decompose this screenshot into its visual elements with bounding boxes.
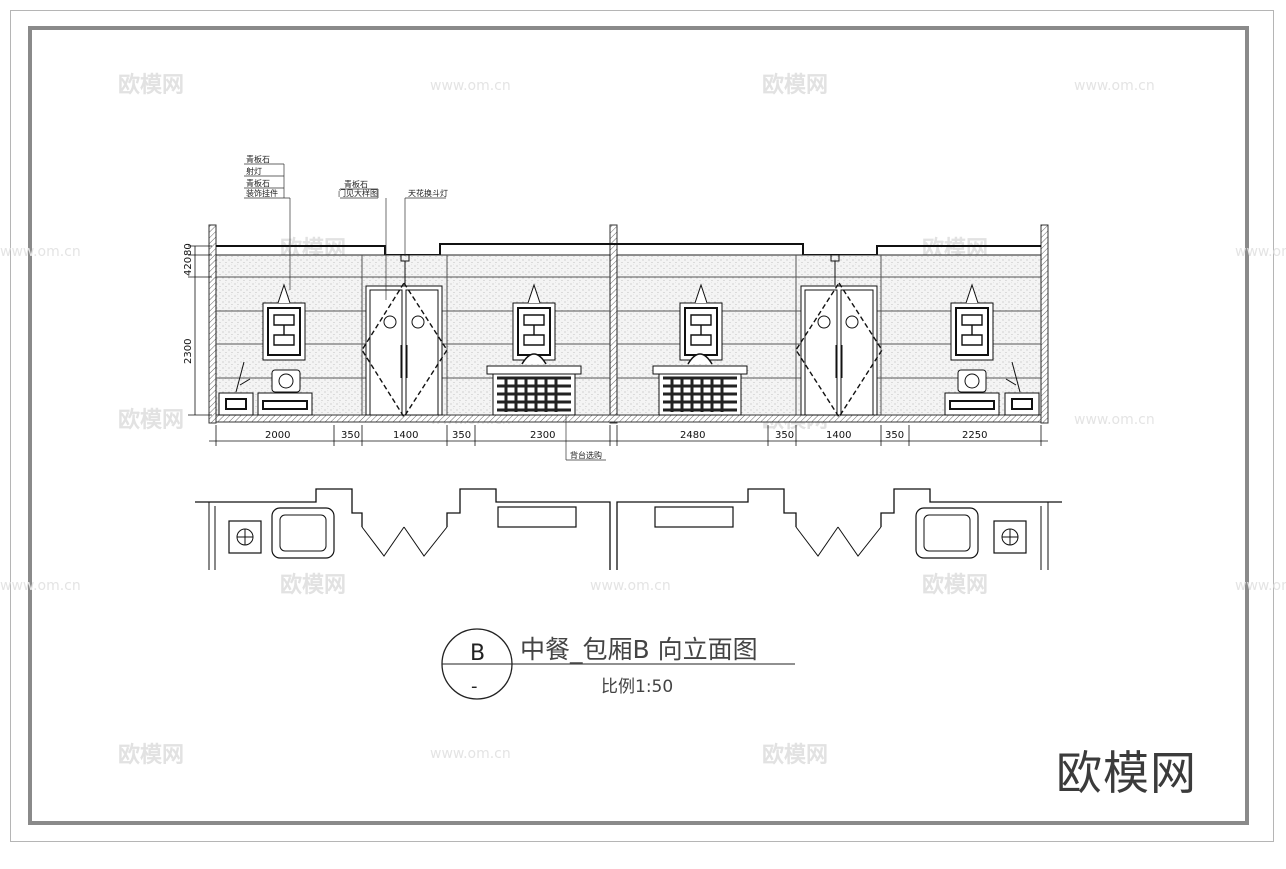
- lattice-panels: [262, 283, 994, 361]
- dim-label: 350: [341, 430, 360, 441]
- watermark-brand: 欧模网: [762, 742, 828, 768]
- cabinet-left: [486, 353, 582, 416]
- elevation: [208, 224, 1049, 424]
- watermark-url: www.om.cn: [1235, 578, 1286, 594]
- watermark-url: www.om.cn: [430, 746, 511, 762]
- brand-logo: 欧模网: [1056, 746, 1197, 800]
- note-middle-1: 青板石: [344, 179, 368, 189]
- watermark-url: www.om.cn: [0, 244, 81, 260]
- dim-label: 1400: [826, 430, 851, 441]
- title-block: B - 中餐_包厢B 向立面图 比例1:50: [441, 628, 795, 700]
- dim-label-vertical: 80: [183, 243, 194, 256]
- watermark-url: www.om.cn: [1074, 78, 1155, 94]
- watermark-brand: 欧模网: [118, 742, 184, 768]
- door-left: [361, 281, 448, 419]
- dim-label-vertical: 2300: [183, 339, 194, 364]
- dim-label: 2000: [265, 430, 290, 441]
- symbol-letter: B: [470, 641, 485, 666]
- watermark-brand: 欧模网: [118, 72, 184, 98]
- watermark-url: www.om.cn: [430, 78, 511, 94]
- dim-label: 350: [775, 430, 794, 441]
- note-left-4: 装饰挂件: [246, 188, 278, 198]
- symbol-sub: -: [471, 676, 478, 697]
- watermark-brand: 欧模网: [922, 572, 988, 598]
- note-left-3: 青板石: [246, 178, 270, 188]
- dimension-labels: 2000 350 1400 350 2300 2480 350 1400 350…: [183, 243, 987, 441]
- note-bottom: 背台选购: [570, 450, 602, 460]
- dim-label: 350: [885, 430, 904, 441]
- dim-label: 1400: [393, 430, 418, 441]
- annotations: 青板石 射灯 青板石 装饰挂件 青板石 门见大样图 天花换斗灯 背台选购: [246, 154, 602, 460]
- door-right: [795, 281, 883, 419]
- dim-label: 2300: [530, 430, 555, 441]
- dimension-lines: [188, 245, 1048, 446]
- wall-section-right: [1040, 224, 1049, 424]
- ceiling-line: [216, 243, 1041, 256]
- wall-section-center: [609, 224, 618, 424]
- floor-plan: [195, 488, 1062, 570]
- cabinet-right: [652, 353, 748, 416]
- watermark-url: www.om.cn: [0, 578, 81, 594]
- note-right-1: 天花换斗灯: [408, 188, 448, 198]
- watermark-brand: 欧模网: [118, 407, 184, 433]
- watermark-brand: 欧模网: [762, 72, 828, 98]
- watermark-url: www.om.cn: [1235, 244, 1286, 260]
- annotation-leaders: [244, 163, 606, 461]
- outer-frame: [10, 10, 1274, 842]
- note-left-1: 青板石: [246, 154, 270, 164]
- dim-label: 350: [452, 430, 471, 441]
- sofa-right: [944, 361, 1040, 416]
- note-left-2: 射灯: [246, 166, 262, 176]
- sofa-left: [218, 361, 313, 416]
- watermark-url: www.om.cn: [1074, 412, 1155, 428]
- title-frame: [28, 26, 1249, 825]
- drawing-title: 中餐_包厢B 向立面图: [520, 635, 758, 664]
- dim-label: 2480: [680, 430, 705, 441]
- watermark-brand: 欧模网: [280, 572, 346, 598]
- drawing-scale: 比例1:50: [601, 677, 673, 697]
- watermark-url: www.om.cn: [590, 578, 671, 594]
- floor-base: [215, 414, 1042, 423]
- dim-label-vertical: 420: [183, 257, 194, 276]
- note-middle-2: 门见大样图: [338, 188, 378, 198]
- dim-label: 2250: [962, 430, 987, 441]
